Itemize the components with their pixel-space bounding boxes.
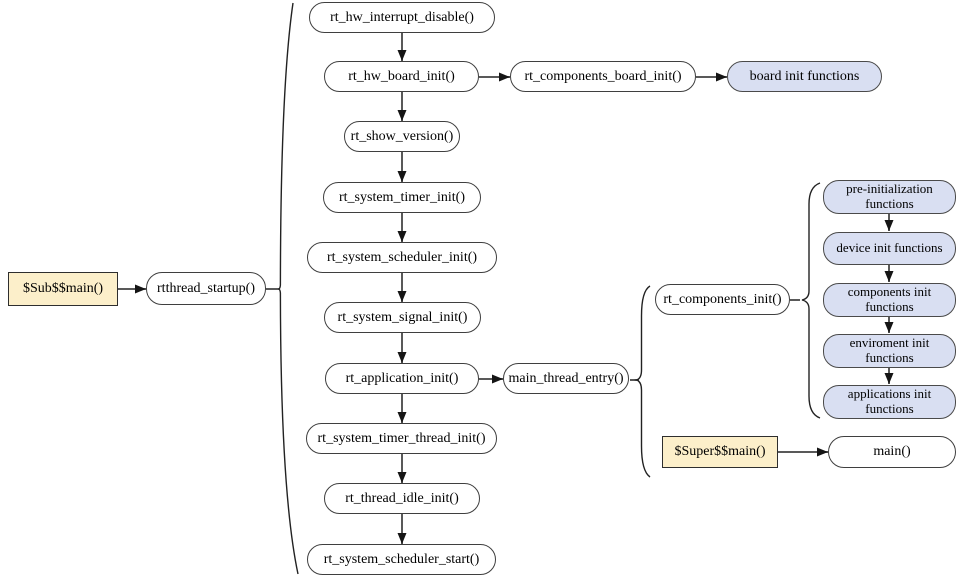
node-pre-initialization-functions: pre-initialization functions <box>823 180 956 214</box>
node-rt-system-scheduler-start: rt_system_scheduler_start() <box>307 544 496 575</box>
brace-main-thread-entry <box>634 285 651 478</box>
node-rt-show-version: rt_show_version() <box>344 121 460 152</box>
node-rt-hw-interrupt-disable: rt_hw_interrupt_disable() <box>309 2 495 33</box>
node-rt-application-init: rt_application_init() <box>325 363 479 394</box>
node-board-init-functions: board init functions <box>727 61 882 92</box>
node-rtthread-startup: rtthread_startup() <box>146 272 266 305</box>
node-rt-hw-board-init: rt_hw_board_init() <box>324 61 479 92</box>
brace-group <box>277 2 821 575</box>
brace-startup-sequence <box>277 2 299 575</box>
node-sub-main: $Sub$$main() <box>8 272 118 306</box>
node-rt-components-init: rt_components_init() <box>655 284 790 315</box>
node-rt-components-board-init: rt_components_board_init() <box>510 61 696 92</box>
node-enviroment-init-functions: enviroment init functions <box>823 334 956 368</box>
node-main: main() <box>828 436 956 468</box>
node-rt-system-signal-init: rt_system_signal_init() <box>324 302 481 333</box>
node-components-init-functions: components init functions <box>823 283 956 317</box>
node-super-main: $Super$$main() <box>662 436 778 468</box>
node-rt-system-timer-thread-init: rt_system_timer_thread_init() <box>306 423 497 454</box>
node-main-thread-entry: main_thread_entry() <box>503 363 629 394</box>
node-device-init-functions: device init functions <box>823 232 956 265</box>
node-applications-init-functions: applications init functions <box>823 385 956 419</box>
node-rt-system-scheduler-init: rt_system_scheduler_init() <box>307 242 497 273</box>
node-rt-system-timer-init: rt_system_timer_init() <box>323 182 481 213</box>
brace-components-init <box>801 182 821 419</box>
arrow-group <box>118 33 894 544</box>
node-rt-thread-idle-init: rt_thread_idle_init() <box>324 483 480 514</box>
